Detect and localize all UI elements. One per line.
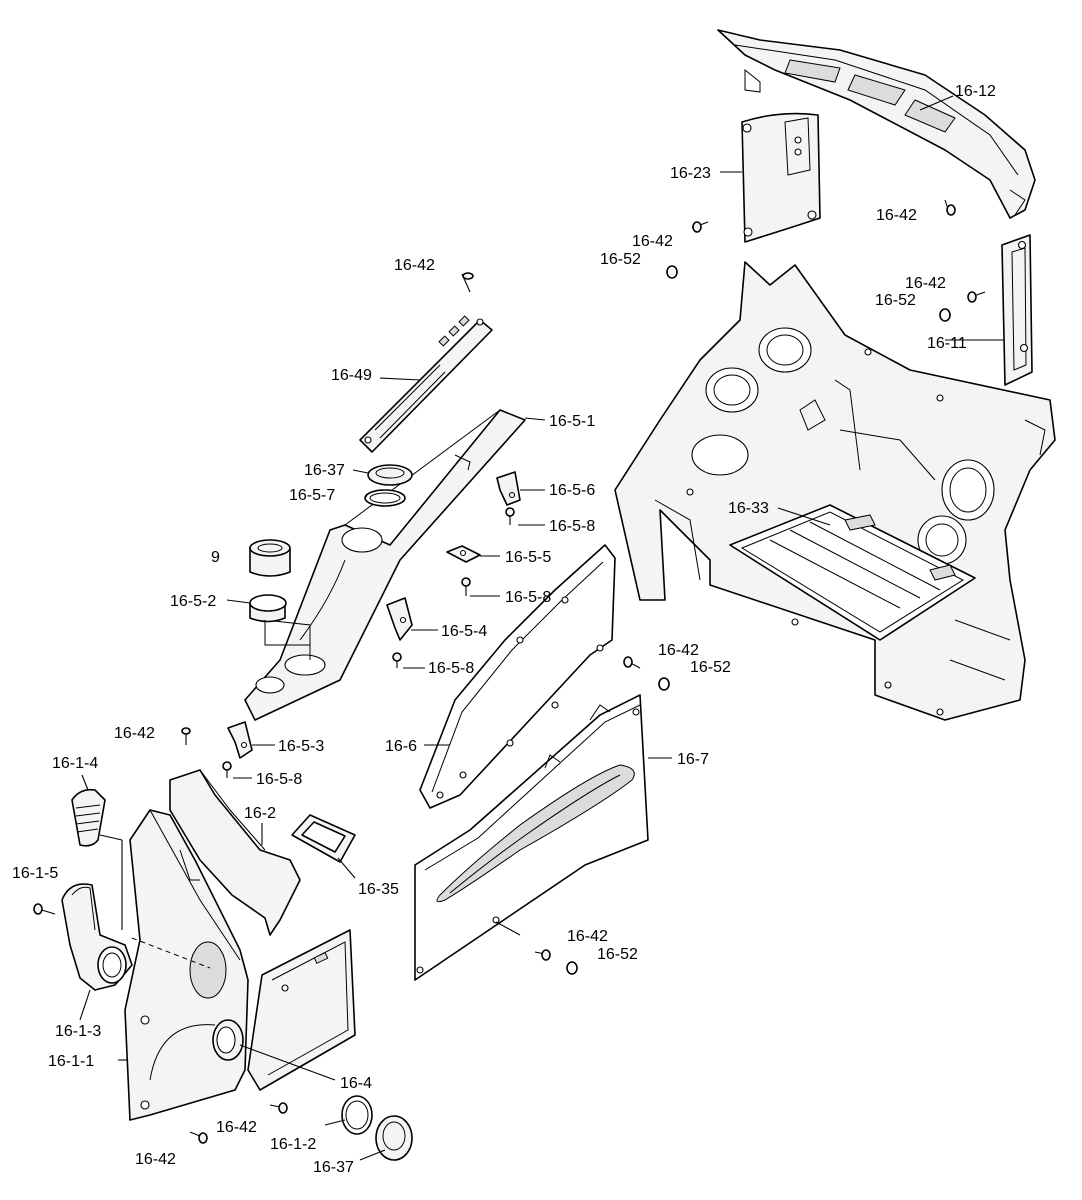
screw-16-42-e xyxy=(623,656,641,669)
part-16-5-6-bracket xyxy=(496,471,521,506)
part-16-5-4-bracket xyxy=(386,597,413,641)
label-16-49: 16-49 xyxy=(331,367,372,384)
screw-16-42-b xyxy=(691,221,709,233)
screw-16-5-8-a xyxy=(505,507,515,525)
label-16-23: 16-23 xyxy=(670,165,711,182)
screw-16-42-i xyxy=(189,1131,208,1144)
part-16-5-3-bracket xyxy=(227,721,253,759)
label-16-5-8: 16-5-8 xyxy=(428,660,474,677)
label-16-4: 16-4 xyxy=(340,1075,372,1092)
label-16-5-2: 16-5-2 xyxy=(170,593,216,610)
cap-16-52-d xyxy=(566,961,578,975)
label-16-42: 16-42 xyxy=(876,207,917,224)
cab-rear-housing xyxy=(614,261,1056,721)
label-16-52: 16-52 xyxy=(875,292,916,309)
label-16-5-1: 16-5-1 xyxy=(549,413,595,430)
screw-16-1-5 xyxy=(33,903,56,915)
part-16-1-3-duct xyxy=(61,883,133,991)
part-16-6-side-panel xyxy=(419,544,616,809)
label-16-1-3: 16-1-3 xyxy=(55,1023,101,1040)
cap-16-52-b xyxy=(939,308,951,322)
label-16-42: 16-42 xyxy=(216,1119,257,1136)
cap-16-52-a xyxy=(666,265,678,279)
label-16-5-7: 16-5-7 xyxy=(289,487,335,504)
label-16-42: 16-42 xyxy=(114,725,155,742)
part-16-7-lower-panel xyxy=(414,694,649,981)
label-16-1-4: 16-1-4 xyxy=(52,755,98,772)
part-16-1-4-vent-grille xyxy=(71,788,106,847)
label-9: 9 xyxy=(211,549,220,566)
label-16-42: 16-42 xyxy=(394,257,435,274)
label-16-5-8: 16-5-8 xyxy=(505,589,551,606)
label-16-11: 16-11 xyxy=(927,335,967,352)
part-16-5-5-bracket xyxy=(446,545,481,563)
part-16-35-duct xyxy=(291,814,356,863)
screw-16-42-a xyxy=(461,272,474,293)
leader-lines xyxy=(79,95,1005,1161)
label-16-12: 16-12 xyxy=(955,83,996,100)
label-16-7: 16-7 xyxy=(677,751,709,768)
part-16-5-1-console-column xyxy=(244,409,526,721)
screw-16-42-c xyxy=(944,199,956,216)
assembly-dashed-lines xyxy=(131,937,211,969)
part-16-5-7-ring xyxy=(364,489,406,507)
label-16-42: 16-42 xyxy=(905,275,946,292)
part-16-12-top-trim xyxy=(717,29,1036,219)
label-16-1-5: 16-1-5 xyxy=(12,865,58,882)
part-16-11-side-trim xyxy=(1001,234,1033,386)
part-labels: 16-12 16-23 16-42 16-42 16-52 16-42 16-5… xyxy=(12,83,996,1176)
screw-16-42-f xyxy=(181,727,191,745)
label-16-35: 16-35 xyxy=(358,881,399,898)
label-16-5-4: 16-5-4 xyxy=(441,623,487,640)
screw-16-5-8-b xyxy=(461,577,471,596)
part-16-23-pillar-trim xyxy=(741,112,821,243)
label-16-5-8: 16-5-8 xyxy=(549,518,595,535)
part-16-4-front-panel xyxy=(247,929,356,1091)
label-16-1-2: 16-1-2 xyxy=(270,1136,316,1153)
part-16-33-floor-mat xyxy=(729,504,976,641)
label-16-37: 16-37 xyxy=(313,1159,354,1176)
label-16-52: 16-52 xyxy=(690,659,731,676)
grommet-16-1-1 xyxy=(212,1019,244,1061)
label-16-5-5: 16-5-5 xyxy=(505,549,551,566)
part-16-37-cap-bottom xyxy=(375,1115,413,1161)
label-16-52: 16-52 xyxy=(597,946,638,963)
cap-16-52-c xyxy=(658,677,670,691)
label-16-5-6: 16-5-6 xyxy=(549,482,595,499)
screw-16-5-8-d xyxy=(222,761,232,778)
part-9-cup xyxy=(249,539,291,577)
label-16-1-1: 16-1-1 xyxy=(48,1053,94,1070)
label-16-37: 16-37 xyxy=(304,462,345,479)
label-16-5-3: 16-5-3 xyxy=(278,738,324,755)
label-16-42: 16-42 xyxy=(658,642,699,659)
label-16-52: 16-52 xyxy=(600,251,641,268)
screw-16-42-d xyxy=(967,291,986,303)
label-16-2: 16-2 xyxy=(244,805,276,822)
label-16-42: 16-42 xyxy=(632,233,673,250)
label-16-6: 16-6 xyxy=(385,738,417,755)
part-16-49-cover-strip xyxy=(359,315,493,453)
part-16-1-2-ring xyxy=(341,1095,373,1135)
part-16-2-column-trim xyxy=(169,769,301,936)
label-16-42: 16-42 xyxy=(135,1151,176,1168)
screw-16-42-g xyxy=(534,949,551,961)
part-16-5-2-holder xyxy=(249,594,310,646)
part-16-37-cap xyxy=(367,464,413,486)
screw-16-5-8-c xyxy=(392,652,402,668)
screw-16-42-h xyxy=(269,1102,288,1114)
label-16-42: 16-42 xyxy=(567,928,608,945)
label-16-33: 16-33 xyxy=(728,500,769,517)
label-16-5-8: 16-5-8 xyxy=(256,771,302,788)
